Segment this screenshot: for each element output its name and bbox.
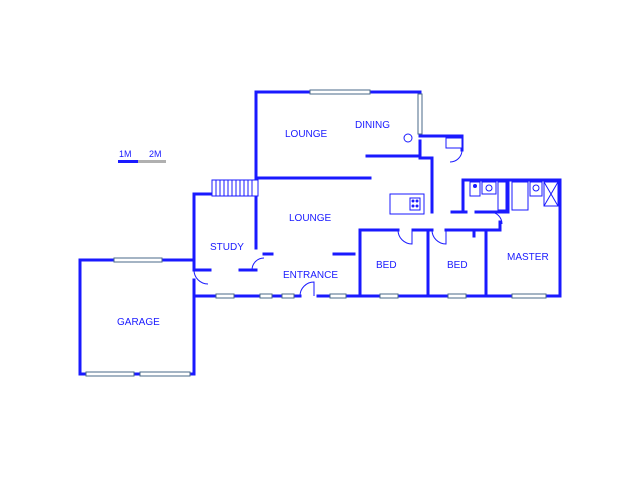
windows <box>85 89 547 377</box>
window-entrance-1 <box>259 293 273 299</box>
kitchen-fixtures <box>389 133 463 215</box>
window-garage-bottom-1 <box>85 371 135 377</box>
door-entrance <box>299 281 315 297</box>
room-label-lounge-upper: LOUNGE <box>285 129 328 140</box>
staircase <box>211 179 259 197</box>
room-label-lounge-main: LOUNGE <box>289 213 332 224</box>
window-lounge-top <box>309 89 371 95</box>
room-labels: LOUNGE DINING LOUNGE STUDY ENTRANCE BED … <box>117 120 549 328</box>
walls-bedrooms <box>358 220 502 298</box>
window-lounge-bottom <box>329 293 347 299</box>
toilet-icon <box>469 181 481 197</box>
window-study <box>215 293 235 299</box>
window-garage-bottom-2 <box>139 371 191 377</box>
room-label-dining: DINING <box>355 120 390 131</box>
scale-segment-2 <box>138 160 166 163</box>
room-label-study: STUDY <box>210 242 244 253</box>
window-bed-1 <box>379 293 399 299</box>
room-label-entrance: ENTRANCE <box>283 270 338 281</box>
walls-study <box>192 196 258 272</box>
window-dining-side <box>417 93 423 135</box>
bathroom-fixtures <box>469 181 559 211</box>
window-bed-2 <box>447 293 467 299</box>
doors <box>193 149 503 297</box>
walls-main <box>192 156 562 298</box>
scale-label-2m: 2M <box>149 149 162 159</box>
room-label-garage: GARAGE <box>117 317 160 328</box>
room-label-master: MASTER <box>507 252 549 263</box>
window-garage-top <box>113 257 163 263</box>
door-garage <box>193 269 209 285</box>
room-label-bed-2: BED <box>447 260 468 271</box>
stove-icon <box>409 197 421 211</box>
fridge-icon <box>403 133 413 143</box>
room-label-bed-1: BED <box>376 260 397 271</box>
window-master <box>511 293 547 299</box>
scale-bar: 1M 2M <box>118 149 166 163</box>
door-bed-2 <box>431 229 447 245</box>
sink-icon <box>445 137 463 149</box>
door-bed-1 <box>397 229 413 245</box>
window-entrance-2 <box>281 293 295 299</box>
door-bathroom <box>489 211 503 225</box>
bathtub-icon <box>511 181 529 211</box>
scale-label-1m: 1M <box>119 149 132 159</box>
door-kitchen <box>449 149 463 163</box>
door-study <box>251 257 265 271</box>
scale-segment-1 <box>118 160 138 163</box>
bath-icon <box>497 181 507 211</box>
